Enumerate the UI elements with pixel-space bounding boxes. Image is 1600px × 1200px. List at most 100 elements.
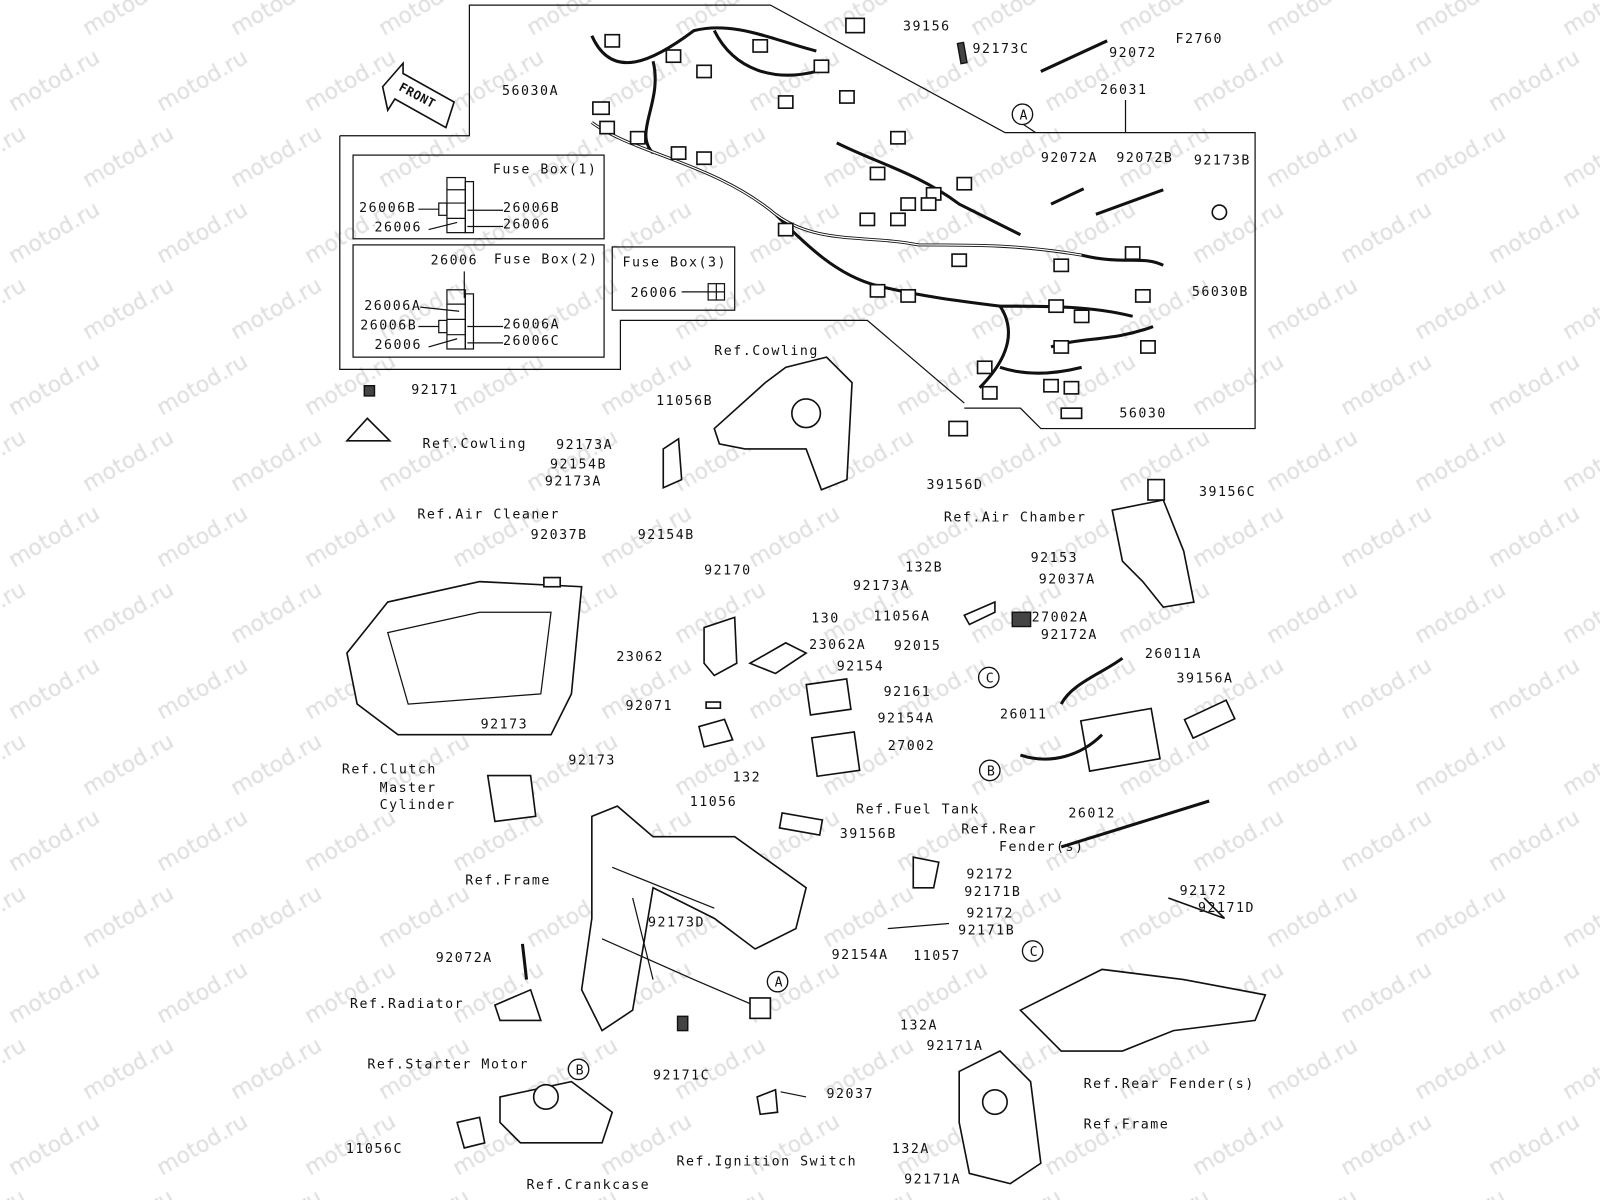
part-label: 92173A: [853, 579, 910, 594]
part-label: Ref.Cowling: [422, 437, 527, 452]
part-label: 11056B: [656, 394, 713, 409]
part-label: 26012: [1068, 806, 1116, 821]
part-label: 92154A: [832, 948, 889, 963]
part-label: 27002: [888, 739, 936, 754]
part-label: 92153: [1031, 551, 1079, 566]
harness-connector: [869, 283, 886, 298]
part-label: 92071: [626, 699, 674, 714]
callout-letter: A: [775, 976, 783, 991]
part-label: 56030: [1119, 406, 1167, 421]
part-label: Master: [380, 781, 437, 796]
part-label: 11056A: [873, 609, 930, 624]
callout-letter: B: [576, 1063, 584, 1078]
part-label: 92154: [837, 659, 885, 674]
part-label: 26006: [431, 253, 479, 268]
part-label: 39156C: [1199, 485, 1256, 500]
harness-connector: [859, 212, 876, 227]
harness-connector: [1140, 340, 1156, 354]
part-label: Ref.Clutch: [342, 762, 437, 777]
part-label: 26006C: [503, 334, 560, 349]
part-label: 92173A: [556, 438, 613, 453]
callout-circle: [978, 759, 1001, 782]
part-label: 26006B: [503, 201, 560, 216]
part-label: 26006B: [359, 201, 416, 216]
part-label: 92171A: [904, 1173, 961, 1188]
part-label: 92171: [411, 383, 459, 398]
part-label: 92037A: [1039, 573, 1096, 588]
harness-connector: [869, 166, 886, 181]
part-label: Ref.Air Chamber: [944, 510, 1087, 525]
part-label: 92072A: [1041, 151, 1098, 166]
harness-connector: [1043, 378, 1059, 393]
part-label: 132: [733, 771, 762, 786]
part-label: 92171A: [927, 1039, 984, 1054]
fuse-box-1-title: Fuse Box(1): [493, 162, 598, 177]
harness-connector: [951, 253, 968, 268]
part-label: 26011: [1000, 707, 1048, 722]
part-label: 39156D: [927, 478, 984, 493]
callout-circle: [766, 970, 789, 993]
part-label: 92172: [966, 868, 1014, 883]
part-label: 92173D: [648, 916, 705, 931]
callout-letter: A: [1019, 108, 1027, 123]
part-label: 130: [811, 611, 840, 626]
part-label: Ref.Ignition Switch: [677, 1154, 858, 1169]
harness-connector: [665, 49, 682, 64]
harness-connector: [813, 59, 830, 74]
part-label: 92172: [966, 906, 1014, 921]
part-label: Ref.Frame: [1084, 1118, 1170, 1133]
part-label: 39156A: [1177, 672, 1234, 687]
harness-connector: [1048, 299, 1065, 314]
part-label: 92072A: [436, 951, 493, 966]
part-label: 92161: [884, 685, 932, 700]
harness-connector: [777, 222, 794, 237]
part-label: 26006B: [360, 319, 417, 334]
part-label: 92173A: [545, 475, 602, 490]
part-label: Ref.Rear: [961, 823, 1037, 838]
part-label: 92154B: [638, 528, 695, 543]
fuse-box-2-title: Fuse Box(2): [494, 252, 599, 267]
harness-connector: [976, 360, 993, 375]
part-label: Ref.Frame: [465, 874, 551, 889]
harness-connector: [900, 288, 917, 303]
harness-connector: [1124, 246, 1141, 260]
part-label: 39156B: [840, 827, 897, 842]
callout-circle: [1021, 940, 1044, 962]
part-label: Ref.Air Cleaner: [417, 507, 560, 522]
part-label: Ref.Crankcase: [527, 1178, 651, 1193]
part-label: 92173: [568, 753, 616, 768]
harness-connector: [696, 151, 713, 166]
part-label: 26006: [503, 218, 551, 233]
part-label: 92171B: [964, 885, 1021, 900]
harness-connector: [752, 38, 769, 53]
harness-connector: [920, 197, 937, 212]
part-label: 92170: [704, 563, 752, 578]
part-label: 92154B: [550, 457, 607, 472]
part-label: 11056: [690, 795, 738, 810]
front-direction-arrow: FRONT: [381, 61, 456, 129]
harness-connector: [956, 176, 973, 191]
harness-connector: [599, 120, 616, 135]
harness-connector: [629, 130, 646, 145]
part-label: 92015: [894, 639, 942, 654]
part-label: 26006: [631, 286, 679, 301]
part-label: 26006: [374, 338, 422, 353]
part-label: 27002A: [1032, 610, 1089, 625]
part-label: Ref.Cowling: [714, 344, 819, 359]
part-label: Ref.Radiator: [350, 997, 464, 1012]
part-label: 92171C: [653, 1069, 710, 1084]
assembly-outline: [339, 4, 1256, 430]
part-label: 56030A: [502, 84, 559, 99]
harness-connector: [890, 130, 906, 145]
harness-connector: [1053, 340, 1070, 354]
part-label: 132A: [892, 1142, 930, 1157]
part-label: 92171B: [958, 924, 1015, 939]
part-label: Cylinder: [380, 798, 456, 813]
part-label: 92072B: [1116, 151, 1173, 166]
part-label: 92037: [827, 1087, 875, 1102]
